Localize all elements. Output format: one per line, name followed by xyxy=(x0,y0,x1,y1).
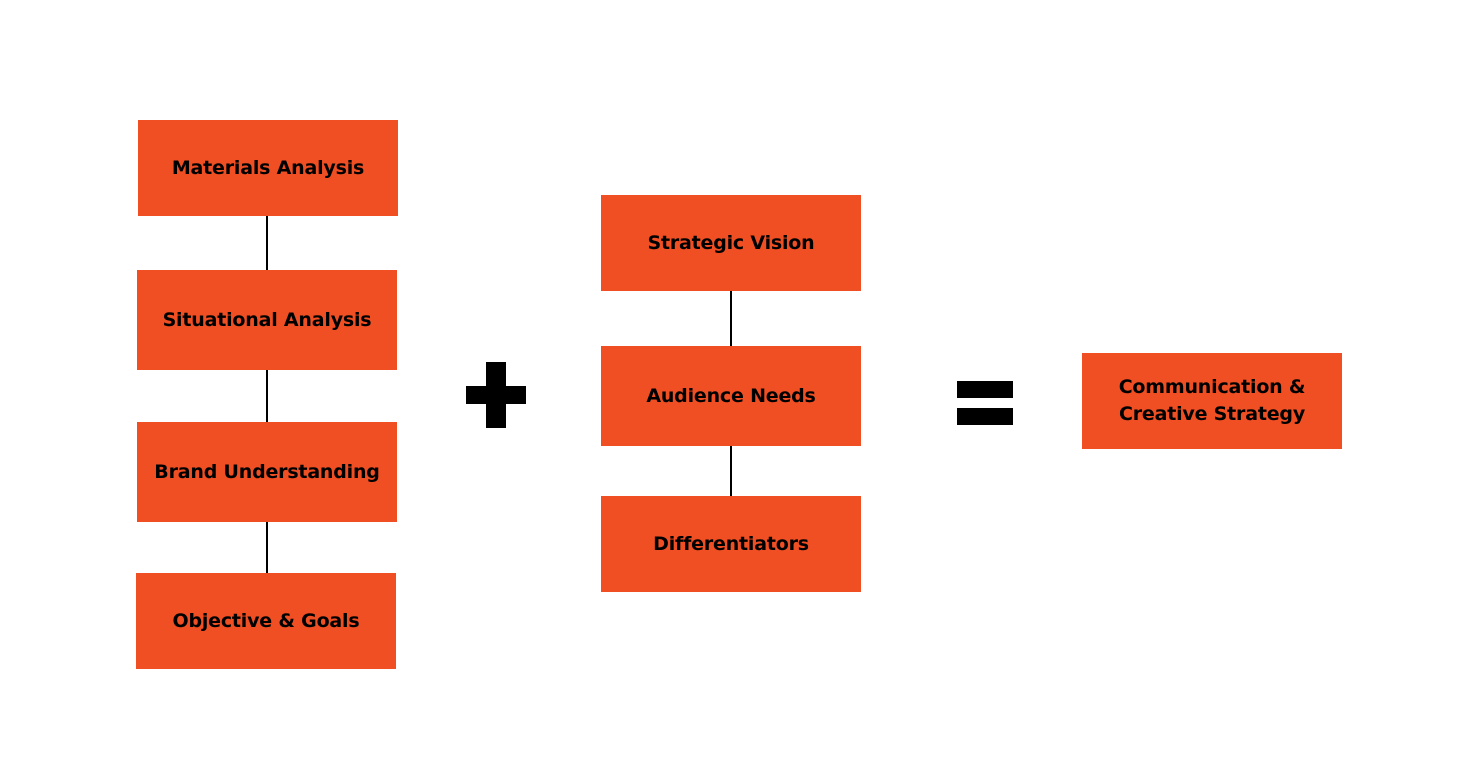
box-brand-understanding: Brand Understanding xyxy=(137,422,397,522)
connector-line xyxy=(266,216,268,270)
box-label: Differentiators xyxy=(653,532,809,555)
box-objective-goals: Objective & Goals xyxy=(136,573,396,669)
result-label: Communication & Creative Strategy xyxy=(1119,374,1306,428)
box-audience-needs: Audience Needs xyxy=(601,346,861,446)
box-label: Brand Understanding xyxy=(154,460,380,483)
box-strategic-vision: Strategic Vision xyxy=(601,195,861,291)
box-differentiators: Differentiators xyxy=(601,496,861,592)
box-label: Strategic Vision xyxy=(647,231,815,254)
box-label: Audience Needs xyxy=(646,384,816,407)
box-label: Materials Analysis xyxy=(171,156,365,179)
result-label-line2: Creative Strategy xyxy=(1118,403,1305,425)
connector-line xyxy=(730,446,732,496)
connector-line xyxy=(266,522,268,573)
connector-line xyxy=(730,291,732,346)
connector-line xyxy=(266,370,268,422)
box-label: Objective & Goals xyxy=(172,609,360,632)
box-materials-analysis: Materials Analysis xyxy=(138,120,398,216)
box-situational-analysis: Situational Analysis xyxy=(137,270,397,370)
box-communication-creative-strategy: Communication & Creative Strategy xyxy=(1082,353,1342,449)
result-label-line1: Communication & xyxy=(1118,376,1306,398)
box-label: Situational Analysis xyxy=(162,308,372,331)
